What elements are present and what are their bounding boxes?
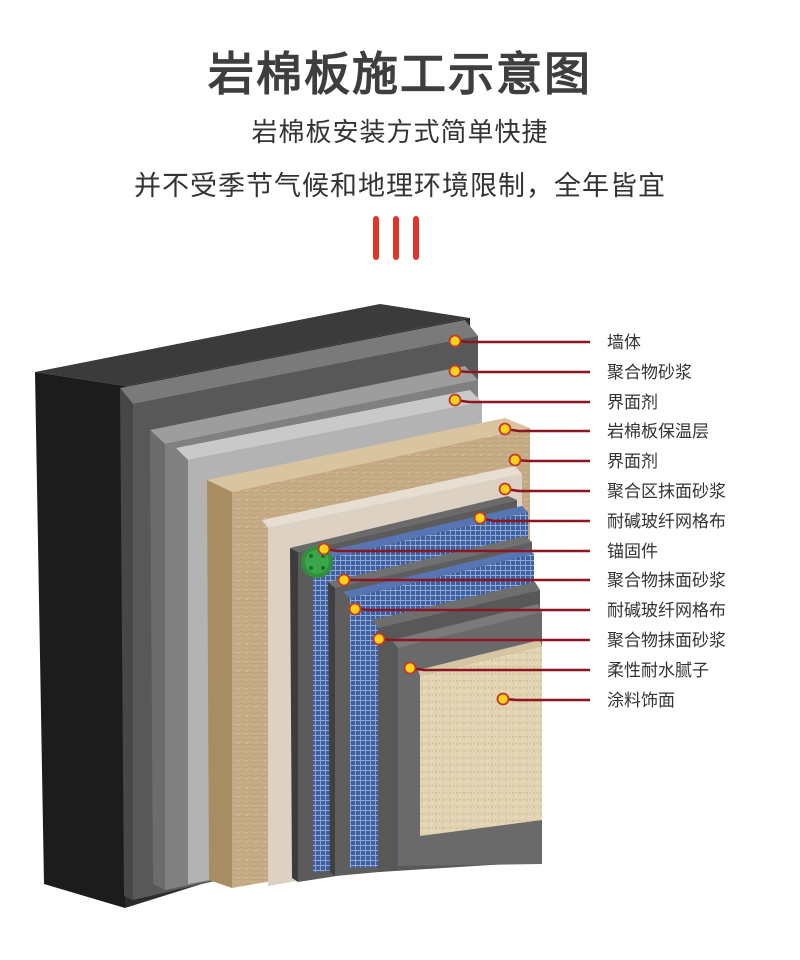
layer-paint-finish xyxy=(418,640,542,836)
callout-line xyxy=(454,369,590,374)
subtitle-line-2: 并不受季节气候和地理环境限制，全年皆宜 xyxy=(134,171,666,202)
callout-dot xyxy=(448,334,462,348)
layer-label: 涂料饰面 xyxy=(607,691,675,711)
callout-dot xyxy=(372,632,386,646)
callout-dot xyxy=(317,542,331,556)
callout-line xyxy=(514,458,590,463)
layer-label: 耐碱玻纤网格布 xyxy=(607,601,726,621)
callout-dot xyxy=(473,511,487,525)
page-title: 岩棉板施工示意图 xyxy=(208,47,592,101)
callout-dot xyxy=(337,573,351,587)
callout-dot xyxy=(448,364,462,378)
callout-line xyxy=(378,637,590,642)
callouts: 墙体聚合物砂浆界面剂岩棉板保温层界面剂聚合区抹面砂浆耐碱玻纤网格布锚固件聚合物抹… xyxy=(317,333,726,711)
subtitle-line-1: 岩棉板安装方式简单快捷 xyxy=(251,118,549,148)
layer-label: 聚合物抹面砂浆 xyxy=(607,631,726,651)
callout-dot xyxy=(496,692,510,706)
layer-label: 柔性耐水腻子 xyxy=(607,661,709,681)
callout-line xyxy=(502,697,590,702)
callout-dot xyxy=(508,453,522,467)
callout-dot xyxy=(403,661,417,675)
layer-label: 界面剂 xyxy=(607,393,658,413)
layer-label: 聚合物抹面砂浆 xyxy=(607,571,726,591)
layer-label: 聚合区抹面砂浆 xyxy=(607,482,726,502)
callout-dot xyxy=(498,482,512,496)
callout-line xyxy=(354,607,590,612)
callout-dot xyxy=(498,422,512,436)
callout-dot xyxy=(448,393,462,407)
layer-label: 聚合物砂浆 xyxy=(607,363,692,383)
layer-label: 岩棉板保温层 xyxy=(607,422,709,442)
callout-dot xyxy=(348,602,362,616)
layer-label: 墙体 xyxy=(607,333,641,353)
callout-line xyxy=(454,339,590,344)
layer-label: 耐碱玻纤网格布 xyxy=(607,512,726,532)
layer-label: 锚固件 xyxy=(607,542,658,562)
layer-label: 界面剂 xyxy=(607,452,658,472)
